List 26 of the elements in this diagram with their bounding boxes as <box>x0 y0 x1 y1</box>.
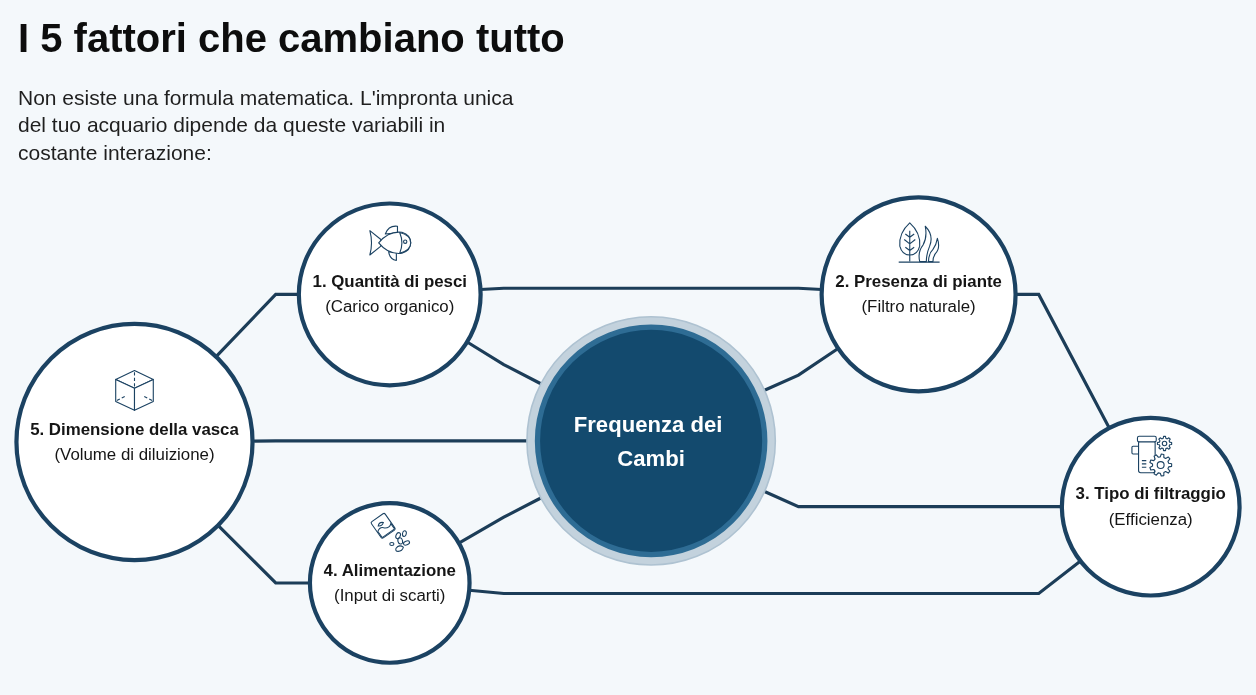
connector-line <box>466 340 542 386</box>
factor-title: 1. Quantità di pesci <box>312 272 467 291</box>
connector-line <box>458 496 542 545</box>
factor-circle <box>296 201 483 388</box>
factor-subtitle: (Input di scarti) <box>334 586 446 604</box>
connector-line <box>469 559 1082 595</box>
factor-title: 5. Dimensione della vasca <box>30 419 239 438</box>
title: I 5 fattori che cambiano tutto <box>18 16 565 61</box>
connector-line <box>216 524 310 585</box>
factor-circle <box>14 321 255 563</box>
connector-line <box>763 347 839 392</box>
factor-title: 3. Tipo di filtraggio <box>1075 484 1226 503</box>
connector-line <box>214 292 299 358</box>
factor-circle <box>819 195 1018 394</box>
factor-title: 2. Presenza di piante <box>835 272 1002 291</box>
intro-text: Non esiste una formula matematica. L'impronta unica del tuo acquario dipende da queste variabili in costante interazione: <box>18 85 515 166</box>
factor-subtitle: (Efficienza) <box>1108 509 1193 528</box>
factor-subtitle: (Filtro naturale) <box>861 297 976 316</box>
factor-title: 4. Alimentazione <box>323 560 456 579</box>
factor-circle <box>307 500 472 665</box>
connector-line <box>763 489 1062 509</box>
factor-subtitle: (Volume di diluizione) <box>54 445 215 463</box>
hub-label: Frequenza dei Cambi <box>573 411 724 470</box>
factor-circle <box>1059 415 1242 598</box>
factor-subtitle: (Carico organico) <box>325 297 455 316</box>
hub-circle <box>526 315 777 566</box>
